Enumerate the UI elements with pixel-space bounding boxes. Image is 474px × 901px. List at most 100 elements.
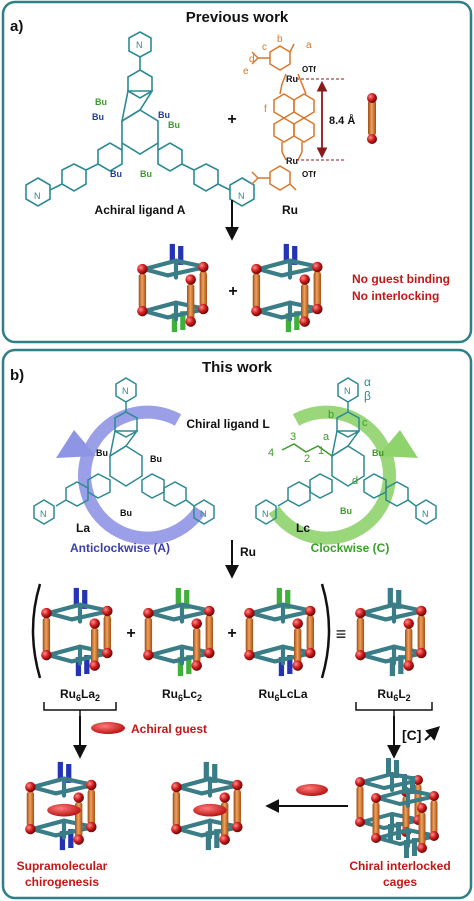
ru-ball [371,793,381,803]
ru-ball [41,649,52,661]
ligand-arm-bar [398,655,404,674]
ligand-arm-bar [205,831,212,851]
ru-ball [416,647,427,659]
cage-frame-strut [30,818,67,832]
cage-frame-strut [148,652,176,664]
ru-ball [305,647,316,659]
bu-label: Bu [110,169,122,179]
site-label: f [264,104,267,115]
ligand-a-label: Achiral ligand A [95,203,186,217]
bu-label: Bu [340,506,352,516]
site-label: d [249,54,255,65]
ru-ball [191,618,202,629]
ru-ball [371,833,381,843]
ru-ball [219,834,230,845]
ligand-arm-bar [276,587,282,607]
ru-ball [403,618,414,629]
ru-pillar [418,812,426,846]
anticlockwise-arrow [78,405,206,545]
ru-pillar [205,615,213,651]
ru-pillar [42,617,51,653]
ru-pillar [233,789,241,825]
la-label: La [76,521,90,535]
site-label: a [323,431,330,443]
bu-label: Bu [372,448,384,458]
ru-pillar [87,789,95,825]
chiral-ligand-label: Chiral ligand L [186,417,269,431]
site-label: b [277,34,283,45]
pyridine-n-right: N [238,191,245,201]
otf-bottom: OTf [302,170,316,179]
ligand-arm-bar [292,246,298,265]
ru-ball [292,618,303,629]
pyridine-n-top: N [136,40,143,50]
site-label: α [364,375,371,389]
ru-ball [171,823,182,835]
ru-pillar [172,791,181,827]
ligand-arm-bar [387,587,393,607]
ru-ball [251,263,262,275]
ligand-arm-bar [287,655,293,674]
ru-ball [191,660,202,671]
ligand-arm-bar [410,776,415,794]
ru-ball [292,660,303,671]
ru-ball [86,779,97,791]
ru-ball [413,775,423,785]
no-guest-binding: No guest binding [352,272,450,286]
ru-ball [86,821,97,833]
panel-b-title: This work [202,359,273,376]
ligand-arm-bar [75,657,82,677]
site-label: 2 [304,453,310,465]
site-label: d [352,475,358,487]
ru-ball [312,303,323,315]
ru-ball [143,649,154,661]
species-label-ru6l2: Ru6L2 [377,687,410,703]
guest-bound-cage [171,761,243,851]
cage-ru6lcla [244,587,316,677]
cage-frame-strut [30,784,58,796]
ru-ball [204,647,215,659]
ligand-arm-bar [396,590,402,609]
panel-a-frame [1,0,473,344]
bu-label: Bu [92,112,104,122]
ligand-arm-bar [402,774,407,792]
chiral-interlocked-label: Chiral interlocked [349,859,450,873]
ru-ball [89,660,100,671]
ligand-arm-bar [82,590,88,609]
guest-molecule [47,803,81,817]
cage-frame-strut [360,652,388,664]
ligand-arm-bar [278,657,285,677]
cage-ru6l2 [355,587,427,677]
ru-ball [305,605,316,617]
cage-frame-strut [148,602,185,616]
ligand-arm-bar [214,829,220,848]
ru-ball [232,779,243,791]
clockwise-label: Clockwise (C) [311,541,390,555]
ru-ball [89,618,100,629]
ru-ball [198,261,209,273]
cage-frame-strut [176,776,213,790]
achiral-guest-label: Achiral guest [131,722,207,736]
cage-frame-strut [376,828,410,840]
ru-arrow-label: Ru [240,545,256,559]
pyridine-n: N [200,509,207,519]
cage-frame-strut [249,652,277,664]
cage-frame-strut [46,644,83,658]
ligand-arm-bar [59,831,66,851]
ru-ball [102,647,113,659]
ru-ball [416,605,427,617]
ru-ball [244,607,255,619]
ru-ball [73,834,84,845]
supramolecular-label: Supramolecular [17,859,108,873]
right-bracket [320,583,331,679]
cages-label: cages [383,875,417,889]
clockwise-arrowhead [378,430,418,458]
plus-sign: + [227,111,236,128]
pyridine-n-left: N [34,191,41,201]
bu-label: Bu [120,508,132,518]
ru-pillar [313,271,321,307]
ru-ball [137,263,148,275]
ru-ball [355,649,366,661]
pyridine-n: N [344,386,351,396]
ru-ball [355,607,366,619]
